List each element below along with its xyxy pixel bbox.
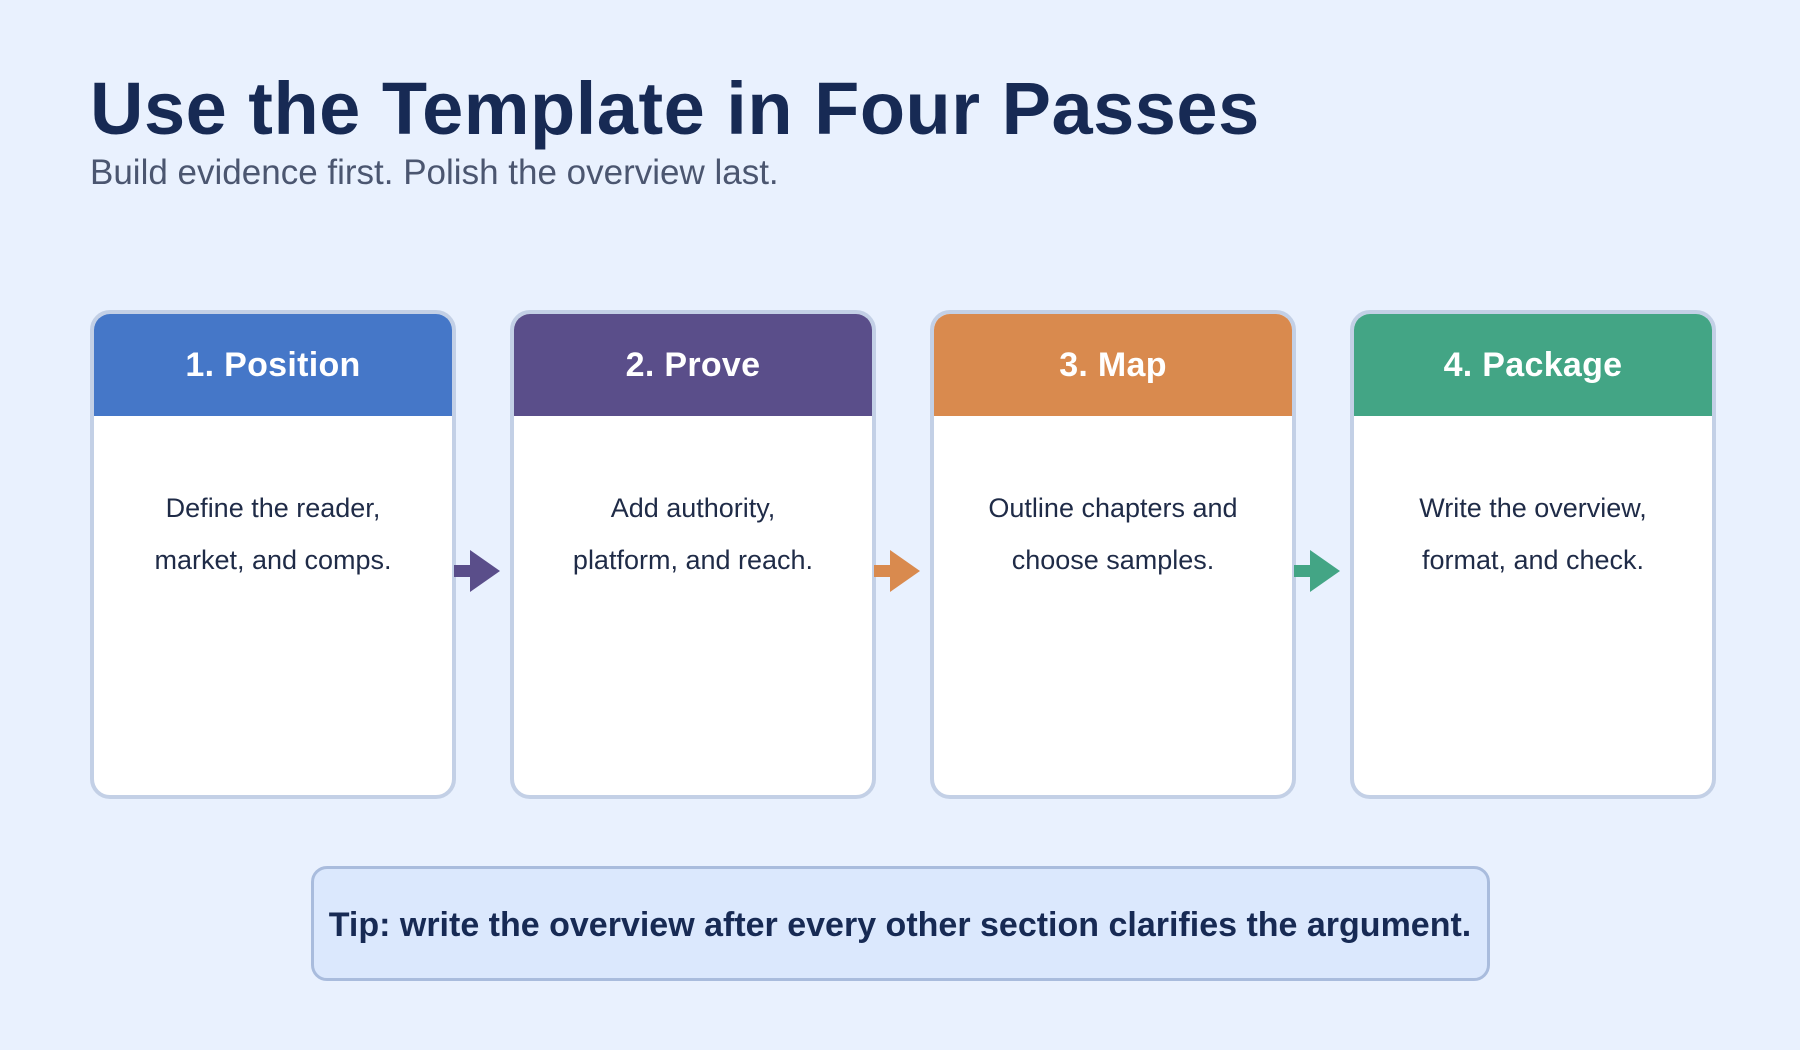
step-header-position: 1. Position — [94, 314, 452, 416]
step-title: 1. Position — [185, 345, 361, 384]
step-description: Write the overview, format, and check. — [1354, 416, 1712, 586]
arrow-right-icon — [1294, 550, 1340, 592]
step-card-prove: 2. Prove Add authority, platform, and re… — [510, 310, 876, 799]
step-description-line: market, and comps. — [154, 545, 392, 575]
step-description-line: Write the overview, — [1419, 493, 1647, 523]
step-description: Add authority, platform, and reach. — [514, 416, 872, 586]
step-card-package: 4. Package Write the overview, format, a… — [1350, 310, 1716, 799]
step-title: 2. Prove — [625, 345, 761, 384]
step-description: Define the reader, market, and comps. — [94, 416, 452, 586]
step-description-line: Add authority, — [610, 493, 776, 523]
step-header-package: 4. Package — [1354, 314, 1712, 416]
step-description-line: Outline chapters and — [988, 493, 1238, 523]
step-title: 3. Map — [1059, 345, 1167, 384]
step-description-line: format, and check. — [1421, 545, 1645, 575]
page-title: Use the Template in Four Passes — [90, 67, 1260, 150]
step-card-position: 1. Position Define the reader, market, a… — [90, 310, 456, 799]
step-header-prove: 2. Prove — [514, 314, 872, 416]
step-description: Outline chapters and choose samples. — [934, 416, 1292, 586]
page-subtitle: Build evidence first. Polish the overvie… — [90, 153, 779, 192]
step-description-line: platform, and reach. — [572, 545, 814, 575]
step-description-line: choose samples. — [1011, 545, 1215, 575]
step-card-map: 3. Map Outline chapters and choose sampl… — [930, 310, 1296, 799]
step-title: 4. Package — [1443, 345, 1623, 384]
arrow-right-icon — [454, 550, 500, 592]
step-description-line: Define the reader, — [165, 493, 381, 523]
tip-box — [311, 866, 1490, 981]
arrow-right-icon — [874, 550, 920, 592]
step-header-map: 3. Map — [934, 314, 1292, 416]
tip-text: Tip: write the overview after every othe… — [328, 906, 1472, 944]
